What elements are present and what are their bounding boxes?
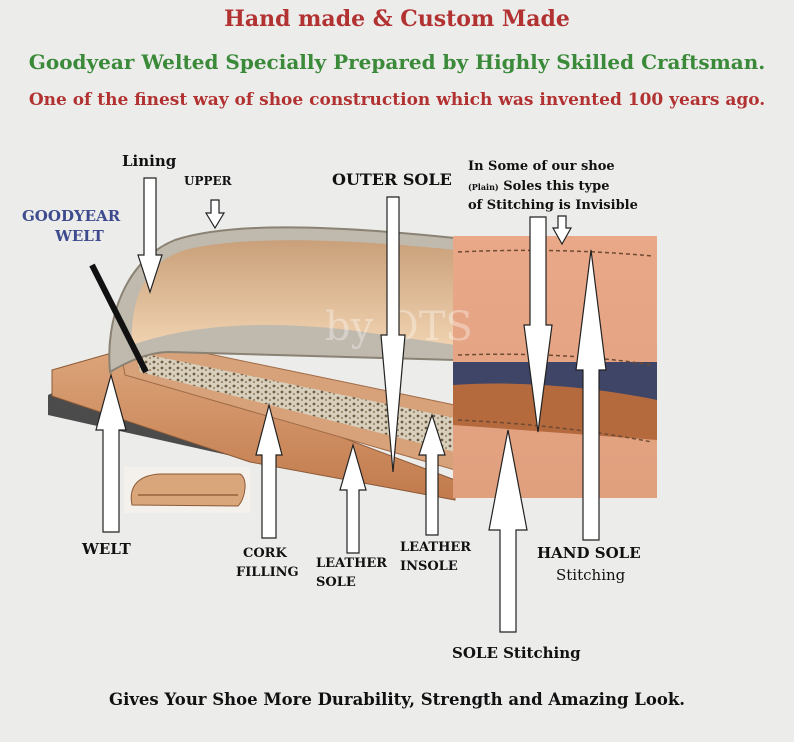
label-note-plain: (Plain) [468, 182, 499, 192]
label-outer-sole: OUTER SOLE [332, 170, 452, 189]
photo-stitch-line-mid [457, 353, 653, 366]
arrow-cork [255, 402, 283, 539]
arrow-welt [95, 372, 127, 533]
label-leather-insole-line1: LEATHER [400, 540, 472, 555]
arrow-sole-stitching [488, 429, 528, 633]
label-hand-sole-line2: Stitching [556, 566, 626, 584]
label-goodyear-line2: WELT [55, 227, 104, 245]
inset-sole-shape [130, 473, 246, 507]
label-goodyear-line1: GOODYEAR [22, 207, 121, 225]
page-subtitle: Goodyear Welted Specially Prepared by Hi… [28, 50, 766, 74]
footer-tagline: Gives Your Shoe More Durability, Strengt… [108, 690, 686, 709]
arrow-lining [137, 177, 163, 294]
photo-stitch-line-top [457, 249, 653, 257]
photo-sole-edge [453, 383, 657, 440]
label-sole-stitching: SOLE Stitching [452, 644, 581, 662]
label-note-line2: (Plain) Soles this type [468, 179, 609, 194]
label-cork-line1: CORK [243, 546, 287, 561]
shoe-interior [131, 240, 455, 345]
goodyear-welt-pointer [89, 263, 149, 374]
arrow-note [551, 215, 573, 246]
arrow-hand-sole [575, 249, 607, 541]
label-leather-insole-line2: INSOLE [400, 559, 458, 574]
photo-stitch-line-low [457, 419, 653, 443]
arrow-group [95, 177, 607, 633]
arrow-upper [204, 199, 226, 230]
label-leather-sole-line1: LEATHER [316, 556, 388, 571]
page-tagline: One of the finest way of shoe constructi… [28, 90, 766, 110]
page-title: Hand made & Custom Made [224, 6, 570, 32]
label-note-line2-rest: Soles this type [498, 179, 610, 194]
arrow-stitch-down [523, 216, 553, 433]
label-leather-sole-line2: SOLE [316, 575, 356, 590]
label-lining: Lining [122, 152, 177, 170]
arrow-leather-sole [339, 442, 367, 554]
arrow-outer-sole [380, 196, 406, 473]
label-welt: WELT [82, 540, 131, 558]
cork-filling-layer [135, 352, 455, 452]
label-note-line3: of Stitching is Invisible [468, 198, 638, 213]
arrow-leather-insole [418, 413, 446, 536]
label-cork-line2: FILLING [236, 565, 299, 580]
label-upper: UPPER [184, 174, 232, 188]
label-hand-sole-line1: HAND SOLE [537, 544, 641, 562]
label-note-line1: In Some of our shoe [468, 159, 615, 174]
